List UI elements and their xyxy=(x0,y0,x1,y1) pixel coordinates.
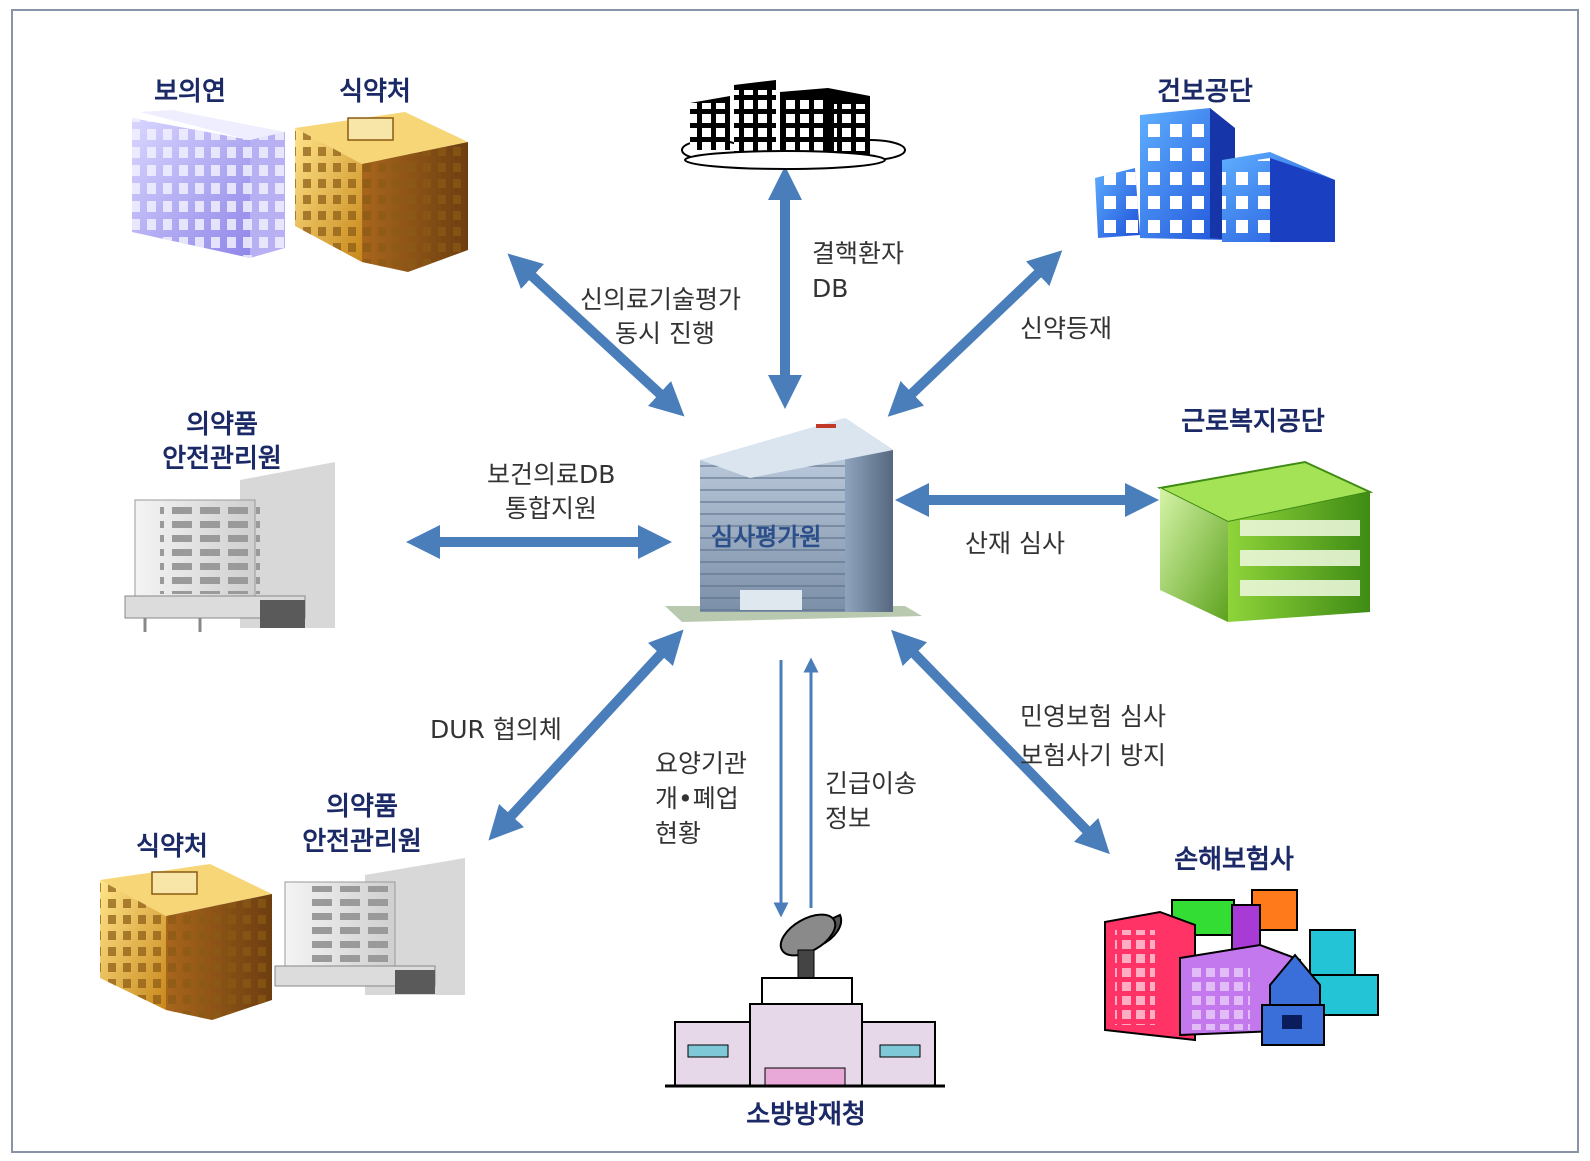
nhis-building xyxy=(1095,108,1335,242)
node-nhis: 건보공단 xyxy=(1157,77,1253,107)
insurers-buildings xyxy=(1104,889,1379,1046)
edge-facility-status-line1: 요양기관 xyxy=(655,749,747,778)
edge-private-ins-line1: 민영보험 심사 xyxy=(1020,702,1166,731)
node-fire-agency: 소방방재청 xyxy=(746,1100,866,1130)
node-mfds-top: 식약처 xyxy=(339,77,411,107)
comwel-building xyxy=(1156,460,1374,622)
edge-health-db-line2: 통합지원 xyxy=(505,494,597,523)
edge-new-tech-line2: 동시 진행 xyxy=(615,319,715,348)
node-drug-safety-bottom-line1: 의약품 xyxy=(326,792,398,822)
edge-new-drug: 신약등재 xyxy=(1020,314,1112,343)
edge-facility-status-line3: 현황 xyxy=(655,819,701,848)
center-hira-building: 심사평가원 xyxy=(665,418,922,622)
edge-emergency-line2: 정보 xyxy=(825,804,871,833)
node-drug-safety-bottom-line2: 안전관리원 xyxy=(302,827,422,857)
edge-new-tech-line1: 신의료기술평가 xyxy=(580,285,741,314)
center-label: 심사평가원 xyxy=(711,523,821,551)
edge-health-db-line1: 보건의료DB xyxy=(487,460,615,489)
arrow-dur xyxy=(488,629,684,841)
edge-facility-status-line2: 개•폐업 xyxy=(655,784,739,813)
node-drug-safety-left-line1: 의약품 xyxy=(186,410,258,440)
boeuiyeon-building xyxy=(132,110,285,258)
arrows xyxy=(405,165,1160,918)
drug-safety-bottom-building xyxy=(274,858,465,995)
node-insurers: 손해보험사 xyxy=(1174,845,1294,875)
mfds-top-building xyxy=(295,112,468,272)
arrow-new-drug xyxy=(887,250,1063,417)
node-drug-safety-left-line2: 안전관리원 xyxy=(162,444,282,474)
edge-tb-db-line1: 결핵환자 xyxy=(812,239,904,268)
arrow-private-ins xyxy=(891,629,1110,855)
edge-industrial: 산재 심사 xyxy=(965,529,1065,558)
edge-private-ins-line2: 보험사기 방지 xyxy=(1020,741,1166,770)
edge-emergency-line1: 긴급이송 xyxy=(825,769,917,798)
fire-agency-building xyxy=(665,913,945,1088)
node-boeuiyeon: 보의연 xyxy=(154,77,226,107)
mfds-bottom-building xyxy=(100,864,272,1020)
arrow-new-tech xyxy=(507,253,685,417)
edge-tb-db-line2: DB xyxy=(812,274,848,303)
node-comwel: 근로복지공단 xyxy=(1181,407,1325,437)
node-mfds-bottom: 식약처 xyxy=(136,832,208,862)
drug-safety-left-building xyxy=(124,462,335,632)
tb-db-building-icon xyxy=(681,80,906,170)
edge-dur: DUR 협의체 xyxy=(430,715,562,744)
